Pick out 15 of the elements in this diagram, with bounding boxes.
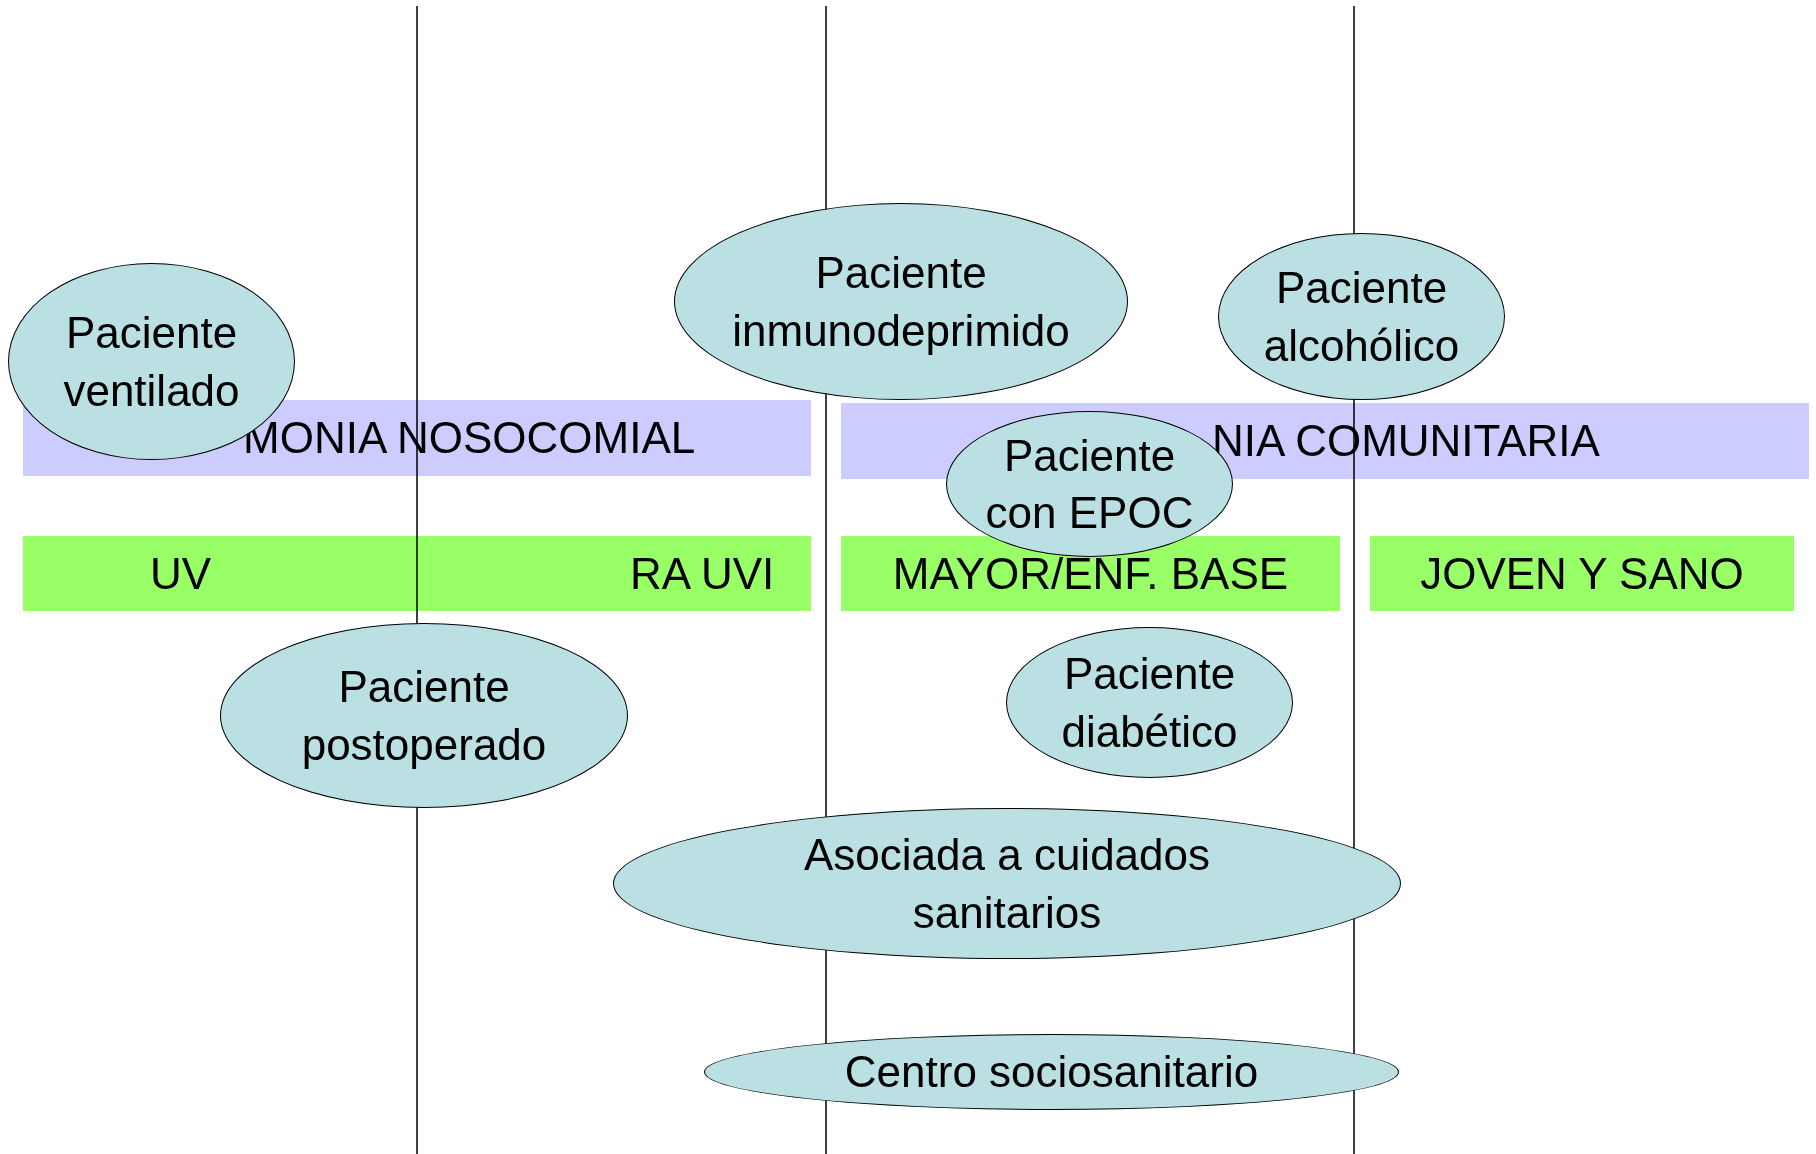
ellipse-label: Paciente inmunodeprimido (731, 247, 1071, 357)
ellipse-label: Paciente alcohólico (1262, 262, 1461, 372)
ellipse-label: Asociada a cuidados sanitarios (802, 829, 1212, 939)
category-band (1370, 536, 1794, 611)
band-label: RA UVI (630, 551, 775, 596)
ellipse-label: Paciente diabético (1060, 648, 1239, 758)
ellipse-label: Paciente postoperado (300, 661, 548, 771)
band-label: JOVEN Y SANO (1420, 551, 1744, 596)
category-band (23, 536, 811, 611)
band-label: UV (150, 551, 212, 596)
ellipse-label: Paciente ventilado (62, 307, 241, 417)
category-band (841, 536, 1340, 611)
ellipse-label: Paciente con EPOC (984, 429, 1195, 539)
ellipse-label: Centro sociosanitario (844, 1046, 1259, 1099)
band-label: MAYOR/ENF. BASE (892, 551, 1289, 596)
